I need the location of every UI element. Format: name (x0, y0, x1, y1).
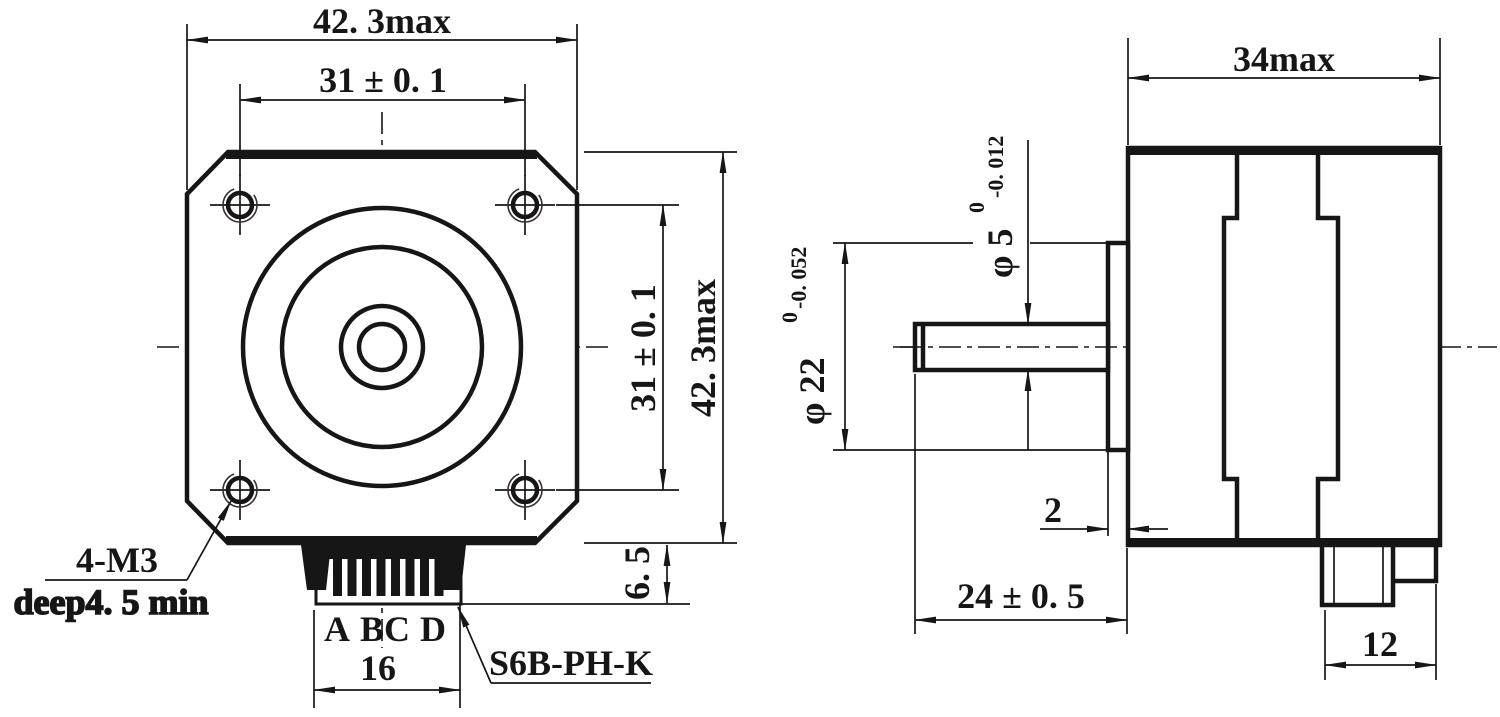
connector-top-bar (321, 545, 452, 559)
hole-thread-circle (222, 472, 258, 508)
connector-front: A BC D (301, 543, 466, 649)
dim-boss-diameter: φ 22 0 -0. 052 (777, 242, 1108, 451)
pin-label-d: D (420, 609, 446, 649)
connector-pins (333, 557, 444, 596)
leader-line (457, 606, 492, 684)
hole-callout-depth-label: deep4. 5 min (13, 582, 208, 622)
dim-height-right: 42. 3max (584, 151, 737, 544)
mounting-hole-top-right (495, 175, 555, 235)
connector-pin (434, 557, 444, 596)
pilot-circles (240, 205, 524, 489)
dim-depth-top: 34max (1127, 38, 1441, 145)
face-ring-circle (240, 205, 524, 489)
pin-label-bc: BC (360, 609, 410, 649)
dim-hole-span-right: 31 ± 0. 1 (556, 204, 679, 491)
dim-height-right-label: 42. 3max (683, 279, 723, 417)
boss-tol-lower-label: -0. 052 (786, 247, 811, 309)
connector-callout-label: S6B-PH-K (489, 643, 653, 683)
dim-hole-span-top-label: 31 ± 0. 1 (319, 60, 447, 100)
dim-hole-span-right-label: 31 ± 0. 1 (623, 284, 663, 412)
connector-pin (405, 557, 415, 596)
shaft-tol-lower-label: -0. 012 (983, 136, 1008, 198)
motor-body-side (1125, 145, 1443, 548)
shaft (900, 321, 1128, 373)
dim-shaft-length: 24 ± 0. 5 (914, 374, 1128, 634)
boss-tol-upper-label: 0 (777, 312, 802, 323)
dim-boss-thickness: 2 (1040, 452, 1168, 536)
front-view: 42. 3max 31 ± 0. 1 31 ± 0. 1 42. 3max (13, 1, 737, 708)
pin-label-a: A (324, 609, 350, 649)
side-view: 34max φ 22 0 -0. 052 φ 5 0 -0. 012 2 (777, 38, 1497, 680)
connector-pin (347, 557, 357, 596)
connector-pin (420, 557, 429, 596)
motor-body-side-outline (1125, 145, 1443, 548)
dim-width-top: 42. 3max (186, 1, 578, 190)
mounting-hole-bottom-right (495, 460, 555, 520)
hole-circle (510, 475, 540, 505)
leader-line (186, 500, 232, 581)
shaft-dia-label: φ 5 (980, 229, 1020, 278)
dim-connector-depth: 12 (1324, 584, 1437, 680)
mounting-holes (210, 175, 555, 520)
connector-pin (376, 557, 386, 596)
callout-mounting-holes: 4-M3 deep4. 5 min (13, 500, 232, 623)
hole-thread-circle (222, 187, 258, 223)
pilot-boss-circle (279, 244, 485, 450)
dim-connector-width-label: 16 (360, 648, 396, 688)
connector-left-post (301, 545, 331, 590)
dim-shaft-length-label: 24 ± 0. 5 (957, 576, 1085, 616)
connector-pin (362, 557, 371, 596)
end-cap-joint-rear (1315, 151, 1341, 542)
hub-circle (338, 303, 426, 391)
dim-boss-thickness-label: 2 (1044, 490, 1062, 530)
dim-shaft-diameter: φ 5 0 -0. 012 (964, 136, 1032, 450)
callout-connector: S6B-PH-K (457, 606, 653, 684)
hole-circle (225, 190, 255, 220)
mounting-hole-bottom-left (210, 460, 270, 520)
shaft-tol-upper-label: 0 (964, 202, 989, 213)
hole-callout-label: 4-M3 (76, 540, 158, 580)
boss-dia-label: φ 22 (792, 358, 832, 425)
hole-thread-circle (507, 472, 543, 508)
connector-side-step (1393, 545, 1439, 584)
end-cap-joint-front (1221, 151, 1240, 542)
connector-pin (391, 557, 400, 596)
dim-connector-drop: 6. 5 (457, 544, 690, 605)
hole-thread-circle (507, 187, 543, 223)
connector-pin (333, 557, 342, 596)
mounting-hole-top-left (210, 175, 270, 235)
dim-width-top-label: 42. 3max (313, 1, 451, 41)
connector-side (1319, 542, 1439, 608)
dim-connector-drop-label: 6. 5 (617, 546, 657, 600)
dim-connector-depth-label: 12 (1362, 624, 1398, 664)
hole-circle (225, 475, 255, 505)
shaft-circle (356, 321, 408, 373)
dim-depth-top-label: 34max (1233, 39, 1335, 79)
hole-circle (510, 190, 540, 220)
dim-hole-span-top: 31 ± 0. 1 (239, 60, 526, 176)
